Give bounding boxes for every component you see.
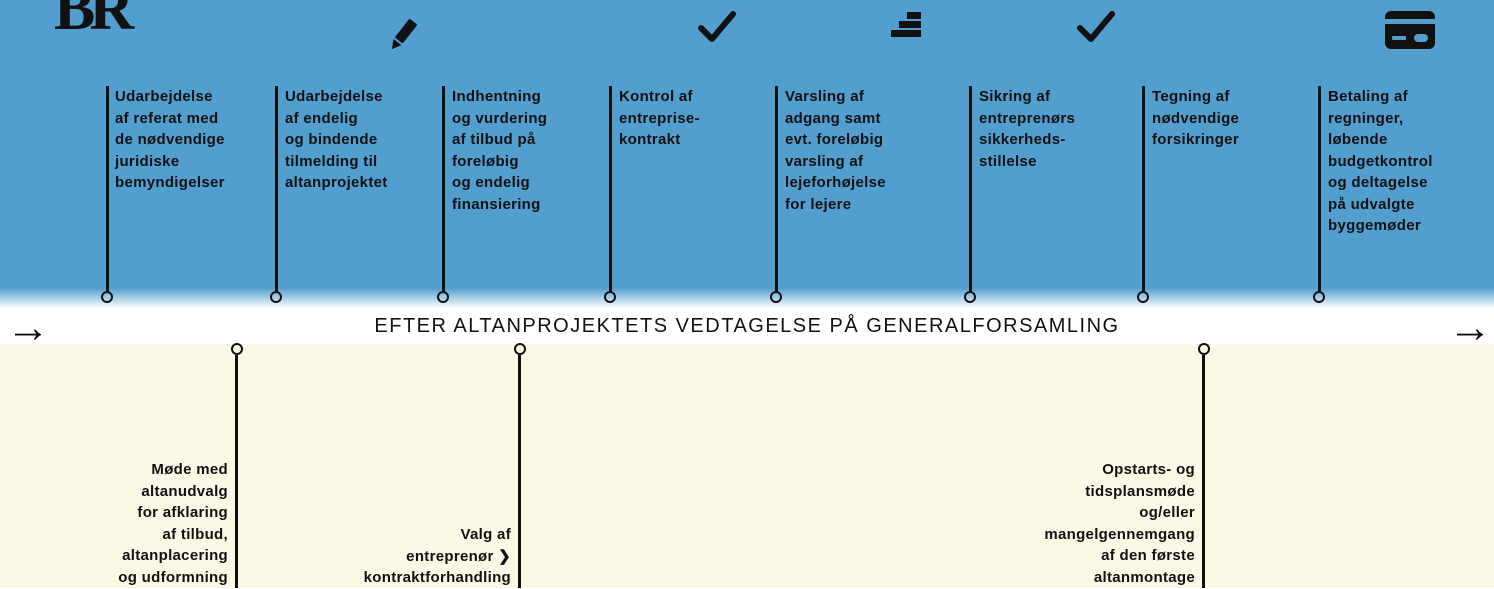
timeline-dot — [437, 291, 449, 303]
timeline-dot — [1137, 291, 1149, 303]
timeline-stem — [1318, 86, 1321, 292]
timeline-label: EFTER ALTANPROJEKTETS VEDTAGELSE PÅ GENE… — [374, 315, 1120, 337]
timeline-stem — [275, 86, 278, 292]
band-gradient — [0, 288, 1494, 308]
timeline-dot — [514, 343, 526, 355]
arrow-right-icon: → — [6, 303, 50, 352]
timeline-stem — [442, 86, 445, 292]
checkmark-icon — [1077, 11, 1115, 42]
timeline-dot — [770, 291, 782, 303]
timeline-stem — [775, 86, 778, 292]
bottom-band — [0, 344, 1494, 588]
stairs-icon — [891, 12, 921, 37]
timeline-band — [0, 308, 1494, 344]
logo: BR — [54, 0, 134, 43]
timeline-stem — [609, 86, 612, 292]
timeline-dot — [101, 291, 113, 303]
timeline-stem — [969, 86, 972, 292]
timeline-dot — [964, 291, 976, 303]
top-band — [0, 0, 1494, 290]
arrow-right-icon: → — [1448, 303, 1492, 352]
checkmark-icon — [698, 11, 736, 42]
pencil-icon — [391, 19, 417, 50]
timeline-stem — [518, 355, 521, 588]
timeline-dot — [604, 291, 616, 303]
timeline-stem — [235, 355, 238, 588]
credit-card-icon — [1385, 11, 1435, 49]
timeline-dot — [231, 343, 243, 355]
timeline-stem — [1142, 86, 1145, 292]
timeline-stem — [1202, 355, 1205, 588]
timeline-stem — [106, 86, 109, 292]
timeline-dot — [1313, 291, 1325, 303]
timeline-dot — [1198, 343, 1210, 355]
timeline-dot — [270, 291, 282, 303]
